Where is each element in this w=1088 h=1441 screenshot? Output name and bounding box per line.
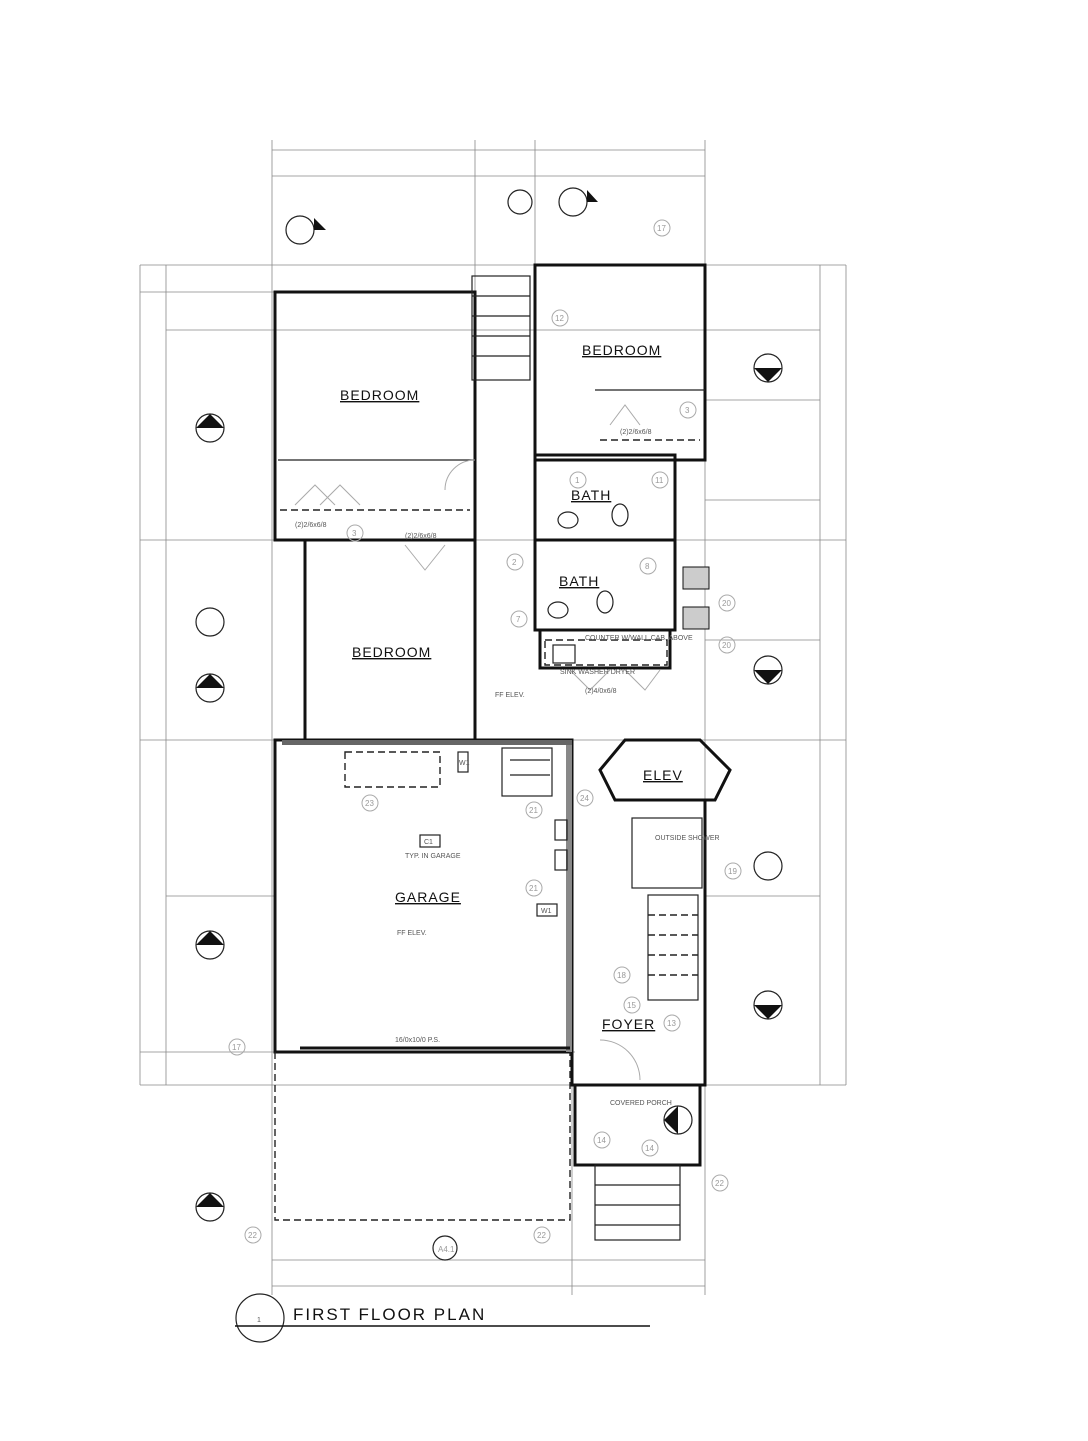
appliance-note: SINK WASHER DRYER — [560, 669, 635, 676]
svg-text:21: 21 — [529, 806, 538, 815]
window-tag: W1 — [459, 760, 470, 767]
room-label-bedroom: BEDROOM — [340, 387, 419, 403]
svg-text:8: 8 — [645, 562, 650, 571]
door-swings — [294, 404, 661, 1081]
room-label-bath: BATH — [571, 487, 611, 503]
dashed-outlines — [280, 439, 700, 788]
ff-elev-note: FF ELEV. — [495, 692, 525, 699]
room-label-bedroom: BEDROOM — [352, 644, 431, 660]
plan-number: 1 — [257, 1317, 261, 1324]
door-tag: (2)2/6x6/8 — [620, 429, 652, 436]
svg-text:12: 12 — [555, 314, 564, 323]
garage-door-tag: 16/0x10/0 P.S. — [395, 1037, 440, 1044]
room-label-garage: GARAGE — [395, 889, 461, 905]
svg-text:18: 18 — [617, 971, 626, 980]
svg-text:22: 22 — [715, 1179, 724, 1188]
svg-text:17: 17 — [657, 224, 666, 233]
dimension-lines — [139, 140, 847, 1295]
room-label-outside-shower: OUTSIDE SHOWER — [655, 835, 720, 842]
svg-text:7: 7 — [516, 615, 521, 624]
svg-text:14: 14 — [645, 1144, 654, 1153]
door-tag: (2)4/0x6/8 — [585, 688, 617, 695]
svg-text:22: 22 — [537, 1231, 546, 1240]
svg-text:20: 20 — [722, 599, 731, 608]
svg-text:3: 3 — [352, 529, 357, 538]
svg-text:22: 22 — [248, 1231, 257, 1240]
svg-text:21: 21 — [529, 884, 538, 893]
room-label-covered-porch: COVERED PORCH — [610, 1100, 672, 1107]
svg-text:15: 15 — [627, 1001, 636, 1010]
section-ref: A4.1 — [438, 1245, 455, 1254]
svg-text:13: 13 — [667, 1019, 676, 1028]
svg-text:19: 19 — [728, 867, 737, 876]
svg-text:14: 14 — [597, 1136, 606, 1145]
counter-note: COUNTER W/WALL CAB. ABOVE — [585, 635, 693, 642]
ff-elev-note: FF ELEV. — [397, 930, 427, 937]
ceiling-tag: C1 — [424, 839, 433, 846]
stairs — [472, 295, 698, 1226]
walls — [273, 263, 732, 1241]
door-tag: (2)2/6x6/8 — [405, 533, 437, 540]
fixtures — [547, 503, 710, 871]
section-markers — [195, 187, 783, 1343]
svg-text:11: 11 — [655, 476, 664, 485]
svg-text:20: 20 — [722, 641, 731, 650]
svg-text:2: 2 — [512, 558, 517, 567]
door-tag: (2)2/6x6/8 — [295, 522, 327, 529]
svg-text:17: 17 — [232, 1043, 241, 1052]
keynote-bubbles: 12 17 3 3 2 1 11 7 8 20 20 24 23 21 21 1… — [228, 219, 742, 1244]
svg-text:3: 3 — [685, 406, 690, 415]
svg-text:23: 23 — [365, 799, 374, 808]
room-label-foyer: FOYER — [602, 1016, 655, 1032]
room-label-bedroom: BEDROOM — [582, 342, 661, 358]
svg-text:24: 24 — [580, 794, 589, 803]
svg-text:1: 1 — [575, 476, 580, 485]
window-tag: W1 — [541, 908, 552, 915]
room-label-bath: BATH — [559, 573, 599, 589]
ceiling-note: TYP. IN GARAGE — [405, 853, 461, 860]
room-label-elev: ELEV — [643, 767, 683, 783]
plan-title: FIRST FLOOR PLAN — [293, 1305, 486, 1324]
